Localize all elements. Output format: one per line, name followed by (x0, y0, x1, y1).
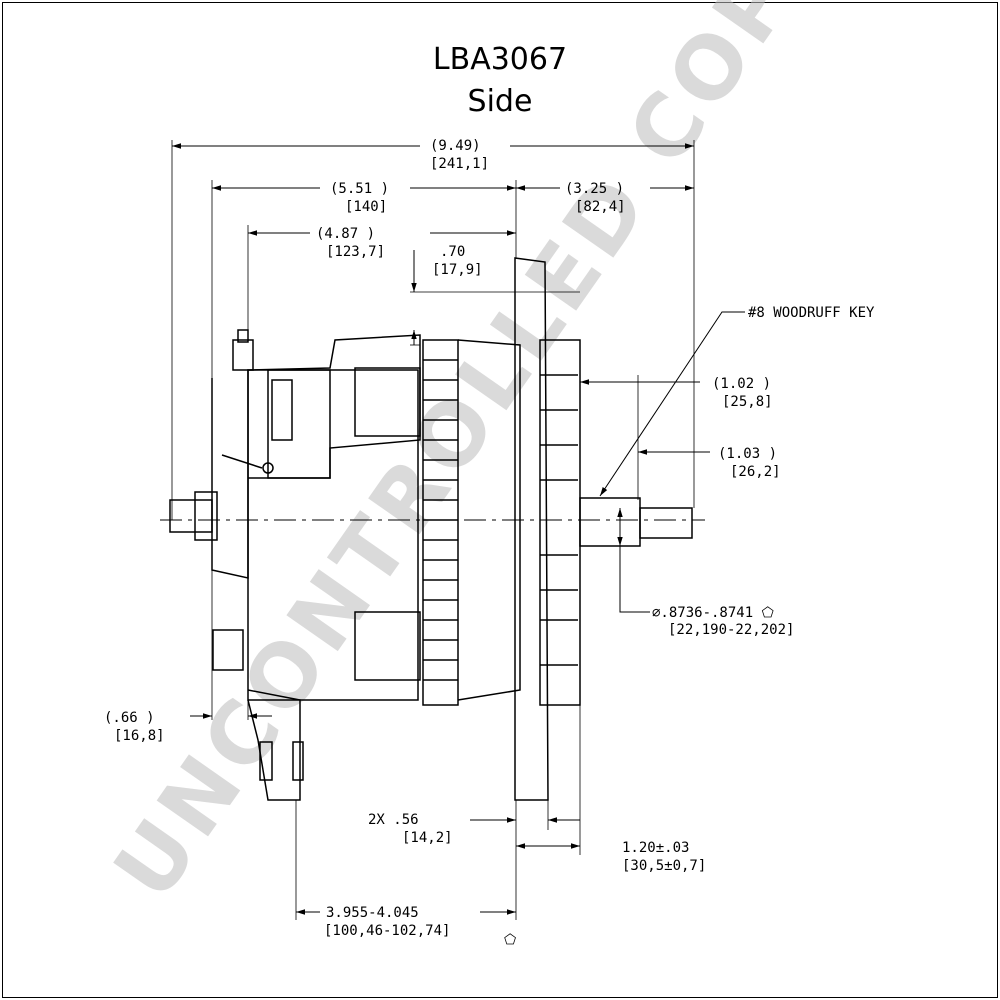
offset-mm: [17,9] (432, 262, 483, 278)
offset-in: .70 (440, 244, 465, 260)
shaft-diameter-mm: [22,190-22,202] (668, 622, 794, 638)
shaft-b-mm: [26,2] (730, 464, 781, 480)
battery-terminal (232, 339, 254, 371)
rear-offset-mm: [16,8] (114, 728, 165, 744)
mount-span-mm: [100,46-102,74] (324, 923, 450, 939)
extension-lines (171, 140, 695, 920)
output-stud (169, 499, 213, 533)
datum-symbol: ⬠ (504, 932, 516, 948)
terminal-to-flange-in: (4.87 ) (316, 226, 375, 242)
mount-span-in: 3.955-4.045 (326, 905, 419, 921)
view-title: Side (467, 84, 533, 119)
dimension-lines (172, 143, 745, 915)
shaft-a-mm: [25,8] (722, 394, 773, 410)
mount-foot (247, 689, 301, 801)
output-shaft (639, 507, 693, 539)
dimension-labels: (9.49) [241,1] (5.51 ) [140] (3.25 ) [82… (104, 138, 875, 948)
ground-stud (212, 629, 244, 671)
shaft-diameter-in: ⌀.8736-.8741 ⬠ (652, 605, 774, 621)
shaft-b-in: (1.03 ) (718, 446, 777, 462)
shaft-hub (579, 497, 641, 547)
stator-core (422, 339, 459, 706)
part-number-title: LBA3067 (432, 42, 568, 77)
mount-hole-in: 2X .56 (368, 812, 419, 828)
overall-length-in: (9.49) (430, 138, 481, 154)
woodruff-key-label: #8 WOODRUFF KEY (748, 305, 875, 321)
rear-to-flange-in: (5.51 ) (330, 181, 389, 197)
shaft-a-in: (1.02 ) (712, 376, 771, 392)
flange-thickness-in: 1.20±.03 (622, 840, 689, 856)
flange-thickness-mm: [30,5±0,7] (622, 858, 706, 874)
flange-to-shaft-mm: [82,4] (575, 199, 626, 215)
regulator (267, 369, 331, 479)
terminal-to-flange-mm: [123,7] (326, 244, 385, 260)
mount-hole-mm: [14,2] (402, 830, 453, 846)
rear-offset-in: (.66 ) (104, 710, 155, 726)
rear-to-flange-mm: [140] (345, 199, 387, 215)
overall-length-mm: [241,1] (430, 156, 489, 172)
rear-housing (247, 369, 419, 701)
flange-to-shaft-in: (3.25 ) (565, 181, 624, 197)
